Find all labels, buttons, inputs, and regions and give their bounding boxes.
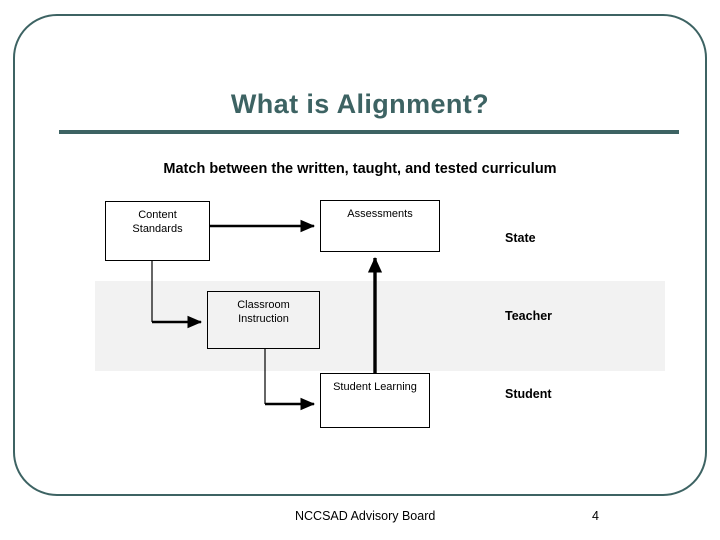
footer-label: NCCSAD Advisory Board — [295, 509, 436, 523]
title-divider-rule — [59, 130, 679, 134]
box-label-line1: Classroom — [237, 299, 290, 311]
box-label-line1: Assessments — [347, 208, 413, 220]
tier-label-teacher: Teacher — [505, 309, 553, 323]
box-label-line1: Student Learning — [333, 381, 417, 393]
diagram-box-assessments: Assessments — [320, 200, 440, 252]
box-label-line2: Instruction — [238, 313, 289, 325]
box-label-line2: Standards — [132, 223, 183, 235]
diagram-box-content-standards: Content Standards — [105, 201, 210, 261]
box-label-line1: Content — [138, 209, 177, 221]
slide-border-frame — [13, 14, 707, 496]
slide-subtitle: Match between the written, taught, and t… — [163, 161, 557, 177]
diagram-box-student-learning: Student Learning — [320, 373, 430, 428]
teacher-tier-band — [95, 281, 665, 371]
footer-page-number: 4 — [592, 509, 599, 523]
tier-label-state: State — [505, 231, 536, 245]
page-title: What is Alignment? — [230, 89, 490, 119]
tier-label-student: Student — [505, 387, 552, 401]
diagram-box-classroom-instruction: Classroom Instruction — [207, 291, 320, 349]
